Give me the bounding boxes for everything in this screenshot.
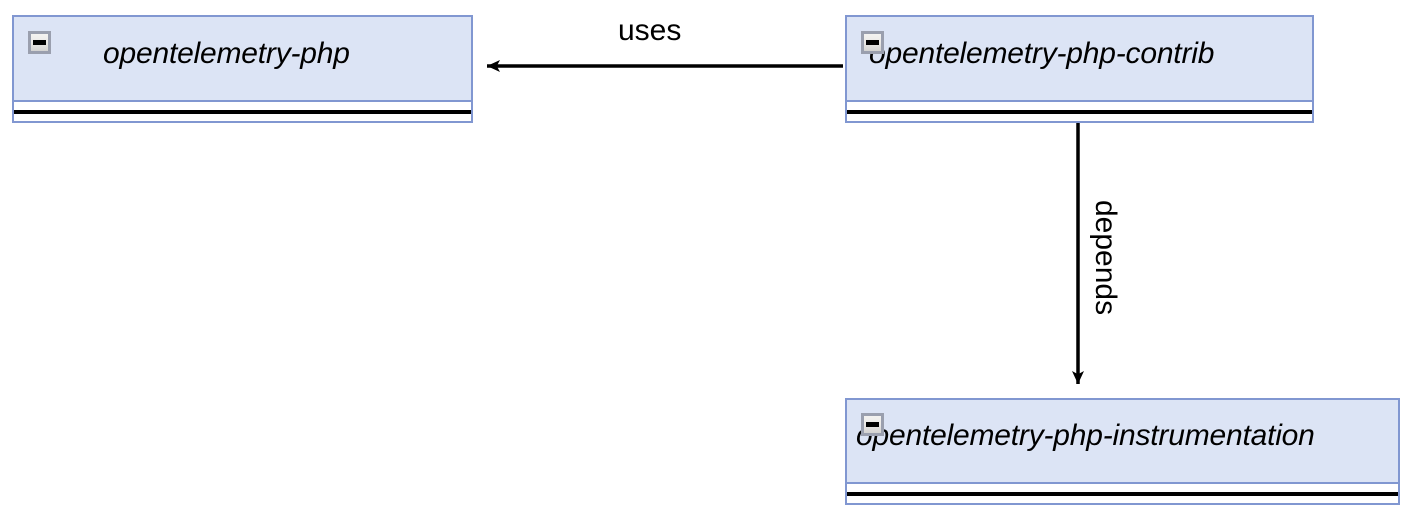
package-node-body: opentelemetry-php — [12, 15, 473, 102]
collapse-minus-icon[interactable] — [861, 413, 884, 436]
package-node-footer — [845, 484, 1400, 505]
package-node-label: opentelemetry-php — [103, 37, 350, 70]
package-node-footer — [845, 102, 1314, 123]
package-footer-rule — [14, 109, 471, 114]
minus-glyph — [866, 40, 879, 45]
edge-label-uses: uses — [618, 14, 682, 47]
package-node-label: opentelemetry-php-contrib — [869, 37, 1215, 70]
package-node-footer — [12, 102, 473, 123]
package-node-body: opentelemetry-php-contrib — [845, 15, 1314, 102]
package-footer-rule — [847, 491, 1398, 496]
package-node-opentelemetry-php[interactable]: opentelemetry-php — [12, 15, 473, 123]
package-node-body: opentelemetry-php-instrumentation — [845, 398, 1400, 484]
package-node-opentelemetry-php-contrib[interactable]: opentelemetry-php-contrib — [845, 15, 1314, 123]
edge-label-depends: depends — [1089, 200, 1122, 316]
collapse-minus-icon[interactable] — [28, 31, 51, 54]
package-node-opentelemetry-php-instrumentation[interactable]: opentelemetry-php-instrumentation — [845, 398, 1400, 505]
package-footer-rule — [847, 109, 1312, 114]
collapse-minus-icon[interactable] — [861, 31, 884, 54]
minus-glyph — [33, 40, 46, 45]
package-node-label: opentelemetry-php-instrumentation — [856, 419, 1315, 452]
minus-glyph — [866, 422, 879, 427]
